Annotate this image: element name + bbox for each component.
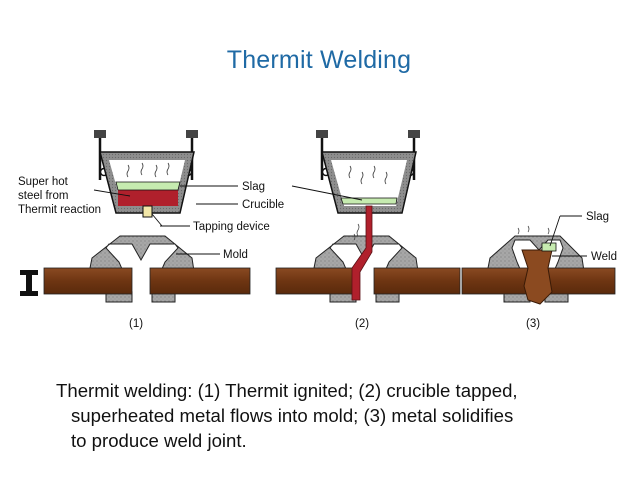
stage-3-number: (3) — [526, 318, 540, 330]
slag-layer-3 — [541, 242, 557, 252]
workpiece-left-1 — [43, 267, 133, 295]
slag-label-1: Slag — [242, 181, 265, 193]
caption: Thermit welding: (1) Thermit ignited; (2… — [56, 378, 626, 453]
weld-bead — [521, 249, 553, 305]
i-beam-profile-icon — [20, 270, 38, 296]
super-hot-steel-label-line-2: steel from — [18, 190, 69, 202]
slag-label-3: Slag — [586, 211, 609, 223]
caption-line-1: Thermit welding: (1) Thermit ignited; (2… — [56, 380, 518, 401]
slide-title: Thermit Welding — [226, 46, 412, 74]
stage-1-group: Super hot steel from Thermit reaction Sl… — [18, 130, 284, 330]
stage-1-number: (1) — [129, 318, 143, 330]
weld-label: Weld — [591, 251, 617, 263]
mold-label: Mold — [223, 249, 248, 261]
thermit-welding-diagram: Super hot steel from Thermit reaction Sl… — [18, 130, 617, 330]
molten-stream — [351, 205, 373, 301]
slag-layer-2 — [340, 197, 398, 205]
caption-line-3: to produce weld joint. — [71, 430, 247, 451]
workpiece-right-1 — [149, 267, 251, 295]
caption-line-2: superheated metal flows into mold; (3) m… — [71, 405, 514, 426]
slag-layer-1 — [115, 181, 181, 191]
tapping-device-label: Tapping device — [193, 221, 270, 233]
super-hot-steel-label-line-3: Thermit reaction — [18, 204, 101, 216]
stage-2-group: (2) — [275, 130, 461, 330]
stage-3-group: Slag Weld (3) — [461, 211, 617, 330]
crucible-2 — [321, 151, 417, 214]
molten-metal-1 — [118, 190, 178, 206]
tapping-device-1 — [142, 205, 153, 218]
crucible-1 — [99, 151, 195, 218]
crucible-label: Crucible — [242, 199, 284, 211]
super-hot-steel-label-line-1: Super hot — [18, 176, 69, 188]
stage-2-number: (2) — [355, 318, 369, 330]
